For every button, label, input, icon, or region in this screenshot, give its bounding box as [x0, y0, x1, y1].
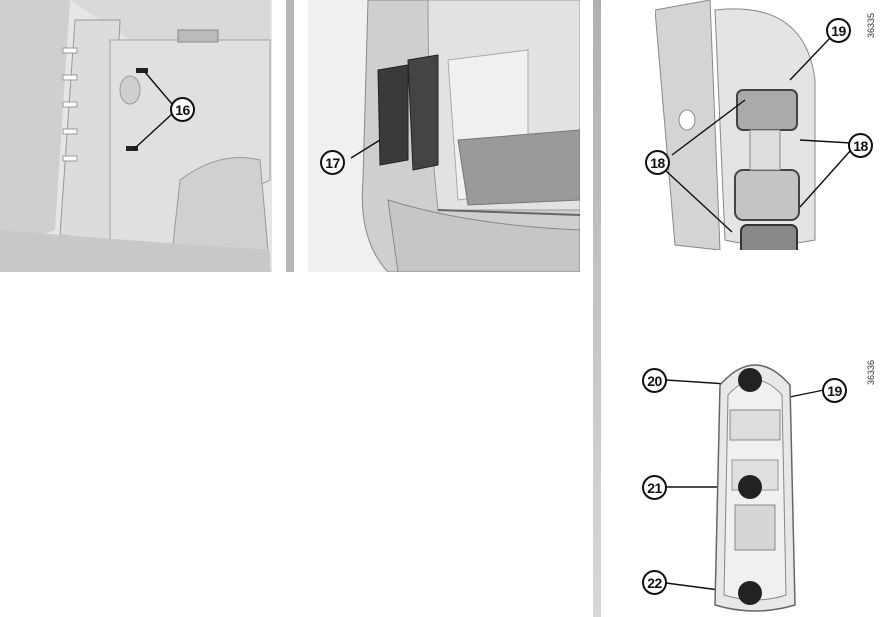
- callout-18-right: 18: [848, 133, 873, 158]
- separator-bar-left: [286, 0, 294, 272]
- callout-19-top: 19: [826, 18, 851, 43]
- callout-22: 22: [642, 570, 667, 595]
- separator-bar-right: [593, 0, 601, 617]
- figure-panel-trim: [0, 0, 272, 272]
- trim-illustration: [0, 0, 272, 272]
- hatch-illustration: [308, 0, 580, 272]
- figure-ref-4: 36336: [866, 359, 876, 385]
- callout-18: 18: [645, 150, 670, 175]
- callout-16: 16: [170, 97, 195, 122]
- figure-ref-3: 36335: [866, 12, 876, 38]
- callout-21: 21: [642, 475, 667, 500]
- figure-panel-light-rear: [655, 0, 855, 250]
- callout-19-bottom: 19: [822, 378, 847, 403]
- callout-20: 20: [642, 368, 667, 393]
- light-rear-illustration: [655, 0, 855, 250]
- callout-17: 17: [320, 150, 345, 175]
- figure-panel-hatch: [308, 0, 580, 272]
- bulb-holder-illustration: [714, 364, 796, 612]
- figure-panel-bulb-holder: [700, 355, 810, 617]
